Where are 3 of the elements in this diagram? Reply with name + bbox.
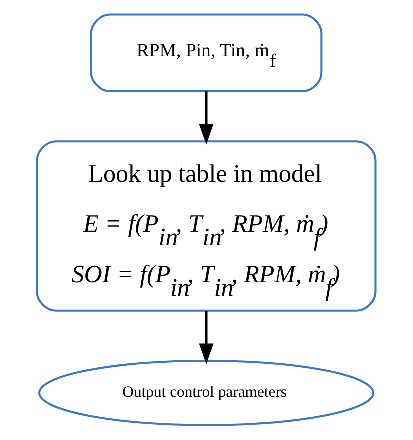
arrow: [199, 92, 214, 145]
arrow: [199, 311, 214, 364]
node-ellipse: Output control parameters: [38, 360, 374, 426]
